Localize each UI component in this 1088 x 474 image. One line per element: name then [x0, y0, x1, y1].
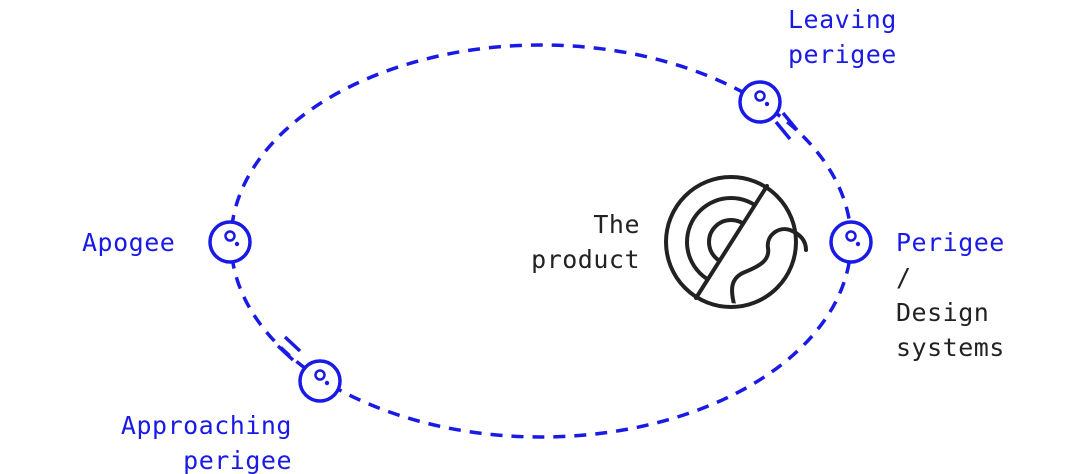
label-design-systems-line2: systems — [896, 333, 1005, 362]
satellite-node-icon-leaving — [738, 80, 782, 124]
label-leaving-perigee-line2: perigee — [788, 40, 897, 69]
satellite-node-icon-approaching — [298, 359, 342, 403]
label-perigee-design-systems: Perigee / Design systems — [896, 225, 1005, 365]
product-planet-icon — [664, 175, 808, 310]
label-the-product-line2: product — [531, 245, 640, 274]
label-leaving-perigee-line1: Leaving — [788, 5, 897, 34]
satellite-node-icon-apogee — [208, 220, 252, 264]
label-leaving-perigee: Leaving perigee — [788, 2, 897, 72]
label-approaching-perigee-line1: Approaching — [120, 411, 292, 440]
label-perigee-text: Perigee — [896, 228, 1005, 257]
label-apogee: Apogee — [82, 225, 175, 260]
speed-lines-icon-approaching — [276, 335, 302, 362]
label-separator: / — [896, 263, 912, 292]
speed-lines-icon-leaving — [774, 111, 799, 141]
label-the-product: The product — [500, 207, 640, 277]
label-the-product-line1: The — [593, 210, 640, 239]
label-design-systems-line1: Design — [896, 298, 990, 327]
label-approaching-perigee-line2: perigee — [183, 446, 292, 474]
label-apogee-text: Apogee — [82, 228, 176, 257]
satellite-node-icon-perigee — [829, 220, 873, 264]
label-approaching-perigee: Approaching perigee — [96, 408, 292, 474]
